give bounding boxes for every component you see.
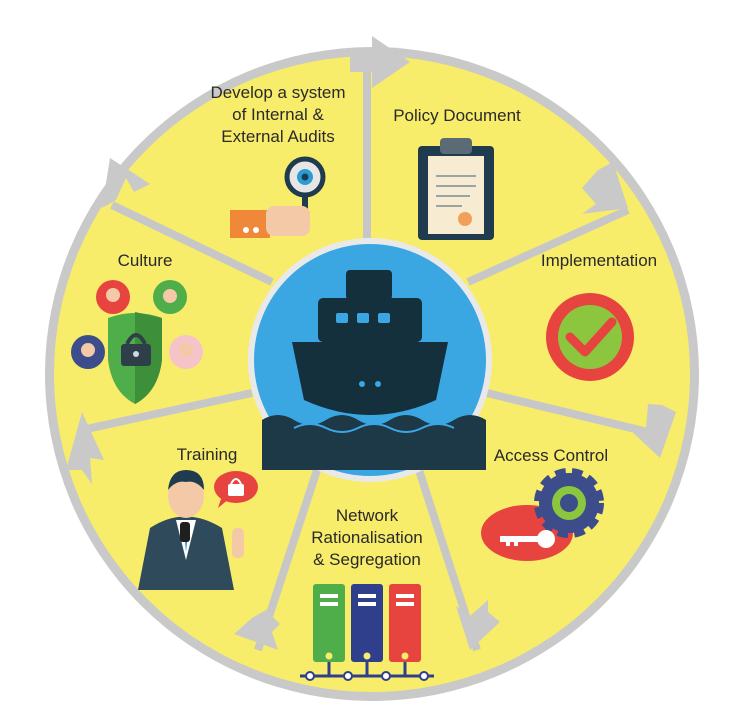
label-access-line1: Access Control bbox=[493, 446, 609, 465]
label-culture-line1: Culture bbox=[117, 251, 173, 270]
label-audits-line2: of Internal & bbox=[232, 105, 324, 124]
label-policy: Policy Document bbox=[380, 105, 534, 127]
clipboard-document-icon bbox=[418, 138, 494, 240]
shield-people-icon bbox=[71, 280, 203, 404]
label-training: Training bbox=[162, 444, 252, 466]
gear-key-icon bbox=[481, 468, 604, 561]
label-culture: Culture bbox=[100, 250, 190, 272]
presenter-icon bbox=[138, 470, 258, 590]
spoke-divider bbox=[466, 206, 630, 286]
rim-arrows bbox=[66, 36, 676, 650]
label-audits: Develop a system of Internal & External … bbox=[198, 82, 358, 148]
label-network-line1: Network bbox=[335, 506, 399, 525]
label-policy-line1: Policy Document bbox=[393, 106, 521, 125]
label-training-line1: Training bbox=[176, 445, 238, 464]
rim-arrow-icon bbox=[350, 36, 410, 88]
rim-arrow-icon bbox=[582, 162, 628, 214]
rim-arrow-icon bbox=[102, 158, 150, 208]
label-implementation: Implementation bbox=[524, 250, 674, 272]
label-network-line2: Rationalisation bbox=[311, 528, 423, 547]
checkmark-icon bbox=[546, 293, 634, 381]
magnifier-eye-icon bbox=[230, 156, 326, 238]
label-access: Access Control bbox=[480, 445, 622, 467]
rim-arrow-icon bbox=[628, 404, 676, 458]
ship-icon bbox=[262, 270, 486, 470]
server-racks-icon bbox=[300, 584, 434, 681]
label-audits-line3: External Audits bbox=[221, 127, 335, 146]
label-implementation-line1: Implementation bbox=[540, 251, 658, 270]
label-audits-line1: Develop a system bbox=[210, 83, 346, 102]
label-network: Network Rationalisation & Segregation bbox=[290, 505, 444, 571]
rim-arrow-icon bbox=[456, 600, 500, 650]
rim-arrow-icon bbox=[66, 412, 104, 484]
label-network-line3: & Segregation bbox=[313, 550, 421, 569]
rim-arrow-icon bbox=[234, 610, 280, 650]
spoke-divider bbox=[81, 389, 253, 434]
spoke-divider bbox=[110, 201, 274, 286]
